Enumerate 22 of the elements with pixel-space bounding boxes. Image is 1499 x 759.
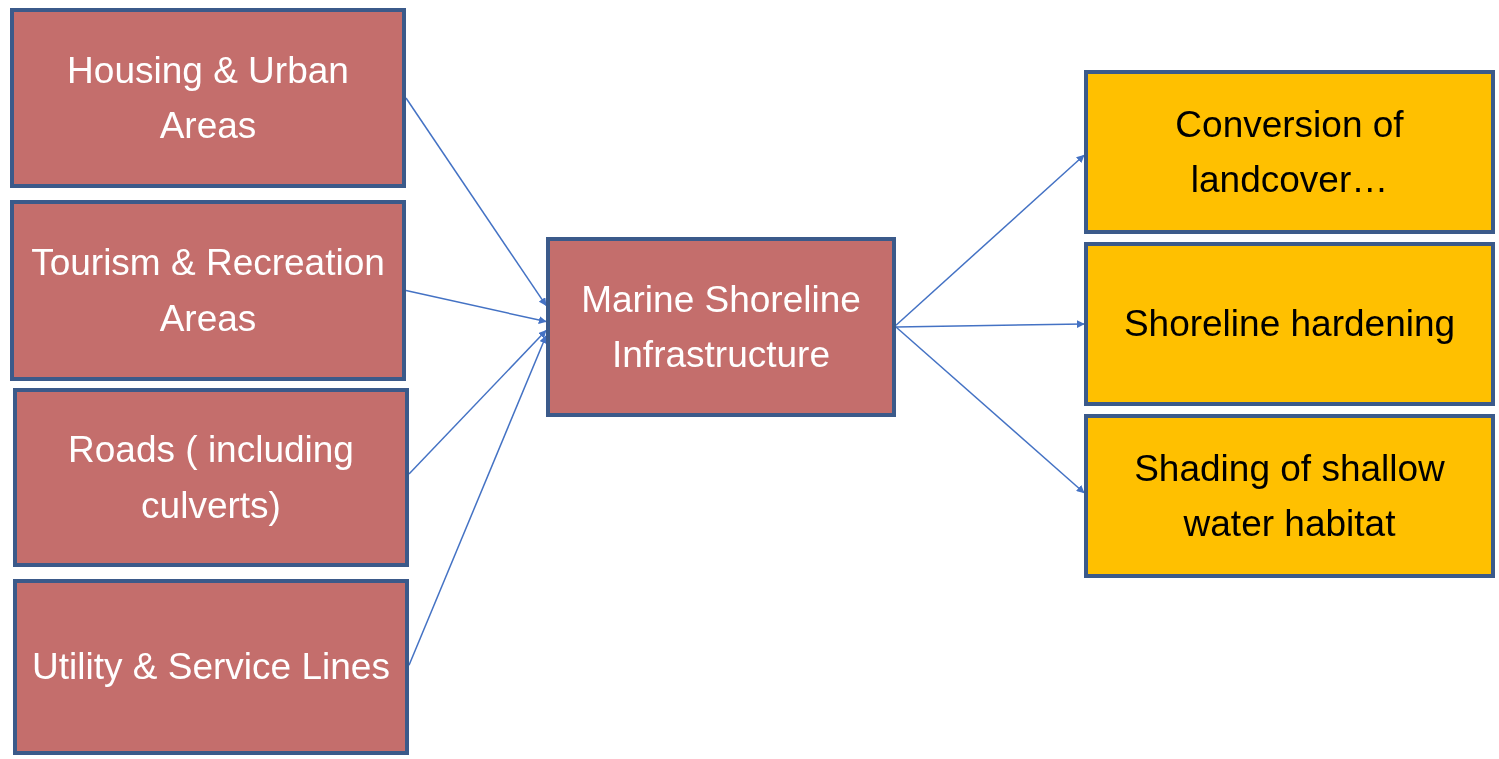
arrow bbox=[405, 97, 547, 307]
process-box bbox=[1084, 70, 1495, 234]
arrow bbox=[408, 329, 547, 475]
process-box bbox=[546, 237, 896, 417]
box-label: Utility & Service Lines bbox=[32, 645, 390, 690]
process-box bbox=[1084, 414, 1495, 578]
box-label: Tourism & Recreation Areas bbox=[30, 241, 386, 341]
process-box bbox=[10, 8, 406, 188]
box-label: Roads ( including culverts) bbox=[67, 428, 355, 528]
box-label: Shoreline hardening bbox=[1123, 302, 1456, 347]
process-box bbox=[13, 388, 409, 567]
box-label: Marine Shoreline Infrastructure bbox=[580, 277, 862, 377]
box-label: Conversion of landcover… bbox=[1174, 102, 1405, 202]
box-label: Shading of shallow water habitat bbox=[1133, 446, 1446, 546]
arrow bbox=[895, 154, 1085, 326]
arrow bbox=[895, 320, 1085, 329]
process-box bbox=[10, 200, 406, 381]
box-label: Housing & Urban Areas bbox=[66, 48, 350, 148]
arrow bbox=[895, 326, 1085, 494]
process-box bbox=[13, 579, 409, 755]
arrow bbox=[405, 289, 547, 324]
process-box bbox=[1084, 242, 1495, 406]
